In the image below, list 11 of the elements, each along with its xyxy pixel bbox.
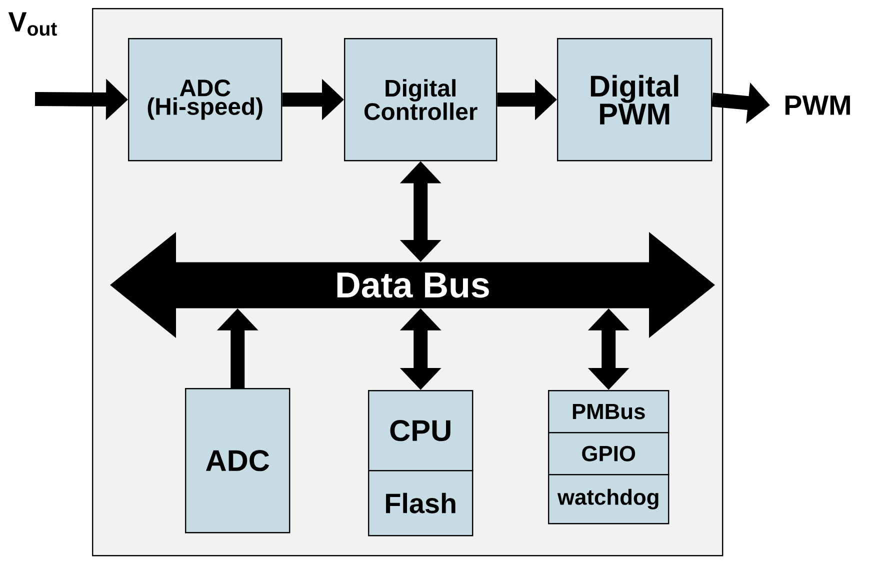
block-box: CPU [368, 390, 474, 472]
signal-label: V$_{out}$ [8, 12, 57, 36]
block-box: ADC (Hi-speed) [128, 38, 282, 162]
block-box: PMBus [548, 390, 670, 434]
block-box: Digital Controller [344, 38, 498, 162]
block-box: Flash [368, 470, 474, 536]
block-box: watchdog [548, 474, 670, 524]
signal-label: PWM [785, 96, 850, 115]
block-box: Digital PWM [557, 38, 712, 162]
block-box: GPIO [548, 432, 670, 476]
block-box: ADC [185, 388, 290, 534]
